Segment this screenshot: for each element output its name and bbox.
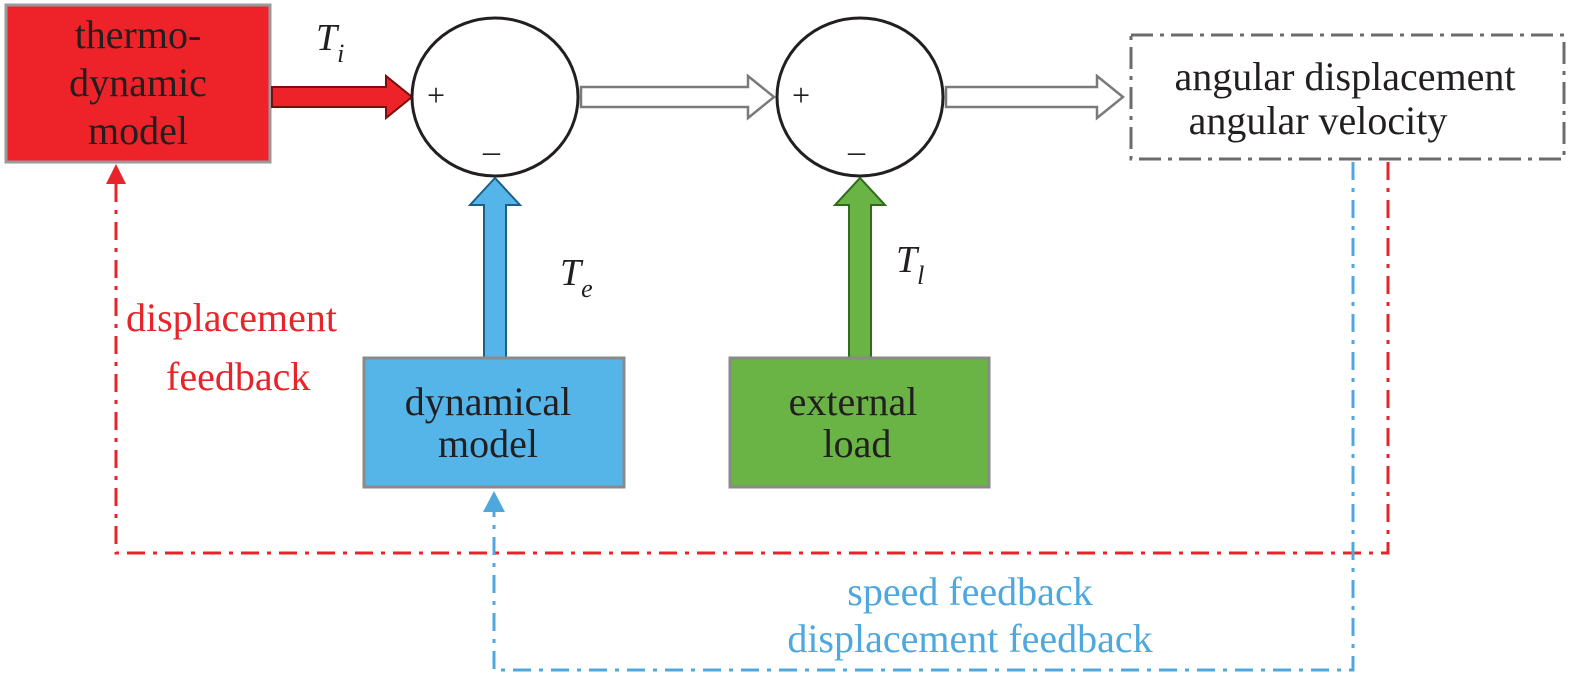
te-label: Te [560, 252, 593, 303]
sum1-plus-sign: + [427, 77, 445, 113]
dynamical-label-line2: model [438, 421, 538, 466]
sum1-to-sum2-arrow [579, 73, 776, 121]
summing-junction-2: + – [775, 16, 945, 178]
summing-junction-1: + – [410, 16, 580, 178]
output-label-line2: angular velocity [1189, 98, 1448, 143]
ti-label: Ti [316, 17, 344, 68]
load-label-line1: external [789, 379, 918, 424]
output-label-line1: angular displacement [1175, 54, 1516, 99]
thermo-label-line1: thermo- [75, 12, 202, 57]
ti-arrow [271, 73, 414, 121]
load-label-line2: load [823, 421, 892, 466]
sum2-to-output-arrow [944, 73, 1125, 121]
speed-feedback-line2: displacement feedback [787, 616, 1152, 661]
speed-feedback-path [483, 162, 1355, 672]
external-load-block[interactable]: external load [728, 356, 991, 489]
speed-feedback-line1: speed feedback [847, 569, 1092, 614]
speed-feedback-arrowhead [483, 491, 505, 512]
dynamical-model-block[interactable]: dynamical model [362, 356, 626, 489]
displacement-feedback-line2: feedback [166, 354, 310, 399]
displacement-feedback-path [106, 162, 1390, 555]
dynamical-label-line1: dynamical [405, 379, 572, 424]
thermodynamic-model-block[interactable]: thermo- dynamic model [4, 3, 272, 164]
te-arrow [467, 176, 523, 359]
sum1-minus-sign: – [482, 133, 501, 170]
sum2-plus-sign: + [792, 77, 810, 113]
thermo-label-line2: dynamic [69, 60, 207, 105]
displacement-feedback-line1: displacement [126, 295, 337, 340]
sum2-minus-sign: – [847, 133, 866, 170]
tl-arrow [832, 176, 888, 359]
tl-label: Tl [896, 239, 924, 290]
displacement-feedback-arrowhead [106, 164, 126, 184]
thermo-label-line3: model [88, 108, 188, 153]
output-box[interactable]: angular displacement angular velocity [1129, 33, 1566, 161]
